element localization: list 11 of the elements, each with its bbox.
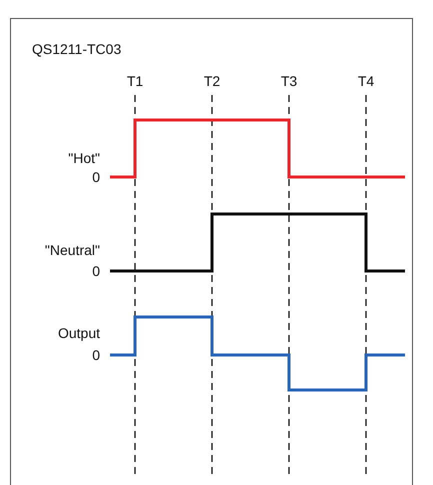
time-label: T3 [280,73,298,89]
time-label: T2 [202,73,222,89]
time-label: T4 [356,73,376,89]
signal-label: Output [56,325,100,341]
signal-label: "Neutral" [44,242,100,258]
signal-label: "Hot" [67,150,100,166]
time-label: T1 [126,73,144,89]
zero-level-label: 0 [91,347,100,363]
zero-level-label: 0 [91,169,100,185]
figure-code: QS1211-TC03 [32,41,122,57]
zero-level-label: 0 [91,263,100,279]
